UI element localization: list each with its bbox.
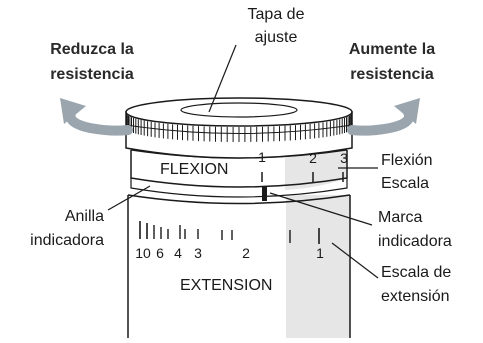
label-cap-line1: Tapa de — [248, 6, 305, 23]
extension-number-4: 4 — [174, 245, 182, 261]
label-extension-line2: extensión — [381, 288, 450, 305]
flexion-number-1: 1 — [258, 149, 266, 165]
extension-number-10: 10 — [135, 245, 151, 261]
extension-number-2: 2 — [242, 245, 250, 261]
flexion-number-3: 3 — [340, 150, 348, 166]
flexion-number-2: 2 — [309, 150, 317, 166]
adjustment-cap — [125, 97, 353, 159]
extension-number-3: 3 — [194, 245, 202, 261]
label-flexion-line1: Flexión — [381, 152, 433, 169]
label-mark-line2: indicadora — [378, 233, 452, 250]
flexion-scale: 1 2 3 — [258, 149, 348, 182]
extension-leader — [331, 242, 379, 279]
label-extension-line1: Escala de — [381, 264, 451, 281]
label-increase: Aumente la resistencia — [349, 41, 435, 83]
label-decrease: Reduzca la resistencia — [50, 41, 134, 83]
leader-lines — [107, 44, 379, 279]
label-cap: Tapa de ajuste — [248, 6, 305, 46]
label-flexion-line2: Escala — [381, 175, 429, 192]
label-extension-scale: Escala de extensión — [381, 264, 451, 305]
label-increase-line2: resistencia — [350, 66, 434, 83]
label-decrease-line1: Reduzca la — [50, 41, 134, 58]
cap-leader — [208, 44, 237, 113]
label-flexion-scale: Flexión Escala — [381, 152, 433, 192]
label-increase-line1: Aumente la — [349, 41, 435, 58]
label-cap-line2: ajuste — [255, 29, 298, 46]
label-decrease-line2: resistencia — [50, 66, 134, 83]
label-ring-line1: Anilla — [65, 208, 104, 225]
device-body — [127, 194, 351, 338]
mark-leader — [269, 192, 373, 226]
decrease-arrow — [60, 98, 133, 136]
label-ring: Anilla indicadora — [30, 208, 104, 249]
extension-body-text: EXTENSION — [180, 277, 272, 294]
indicator-mark — [262, 187, 267, 201]
ring-leader — [107, 185, 151, 211]
extension-scale: 10 6 4 3 2 1 — [135, 221, 324, 261]
label-mark-line1: Marca — [378, 209, 423, 226]
extension-number-1: 1 — [316, 245, 324, 261]
flexion-ring-text: FLEXION — [160, 161, 228, 178]
extension-number-6: 6 — [156, 245, 164, 261]
label-ring-line2: indicadora — [30, 232, 104, 249]
label-mark: Marca indicadora — [378, 209, 452, 250]
increase-arrow — [347, 98, 420, 136]
